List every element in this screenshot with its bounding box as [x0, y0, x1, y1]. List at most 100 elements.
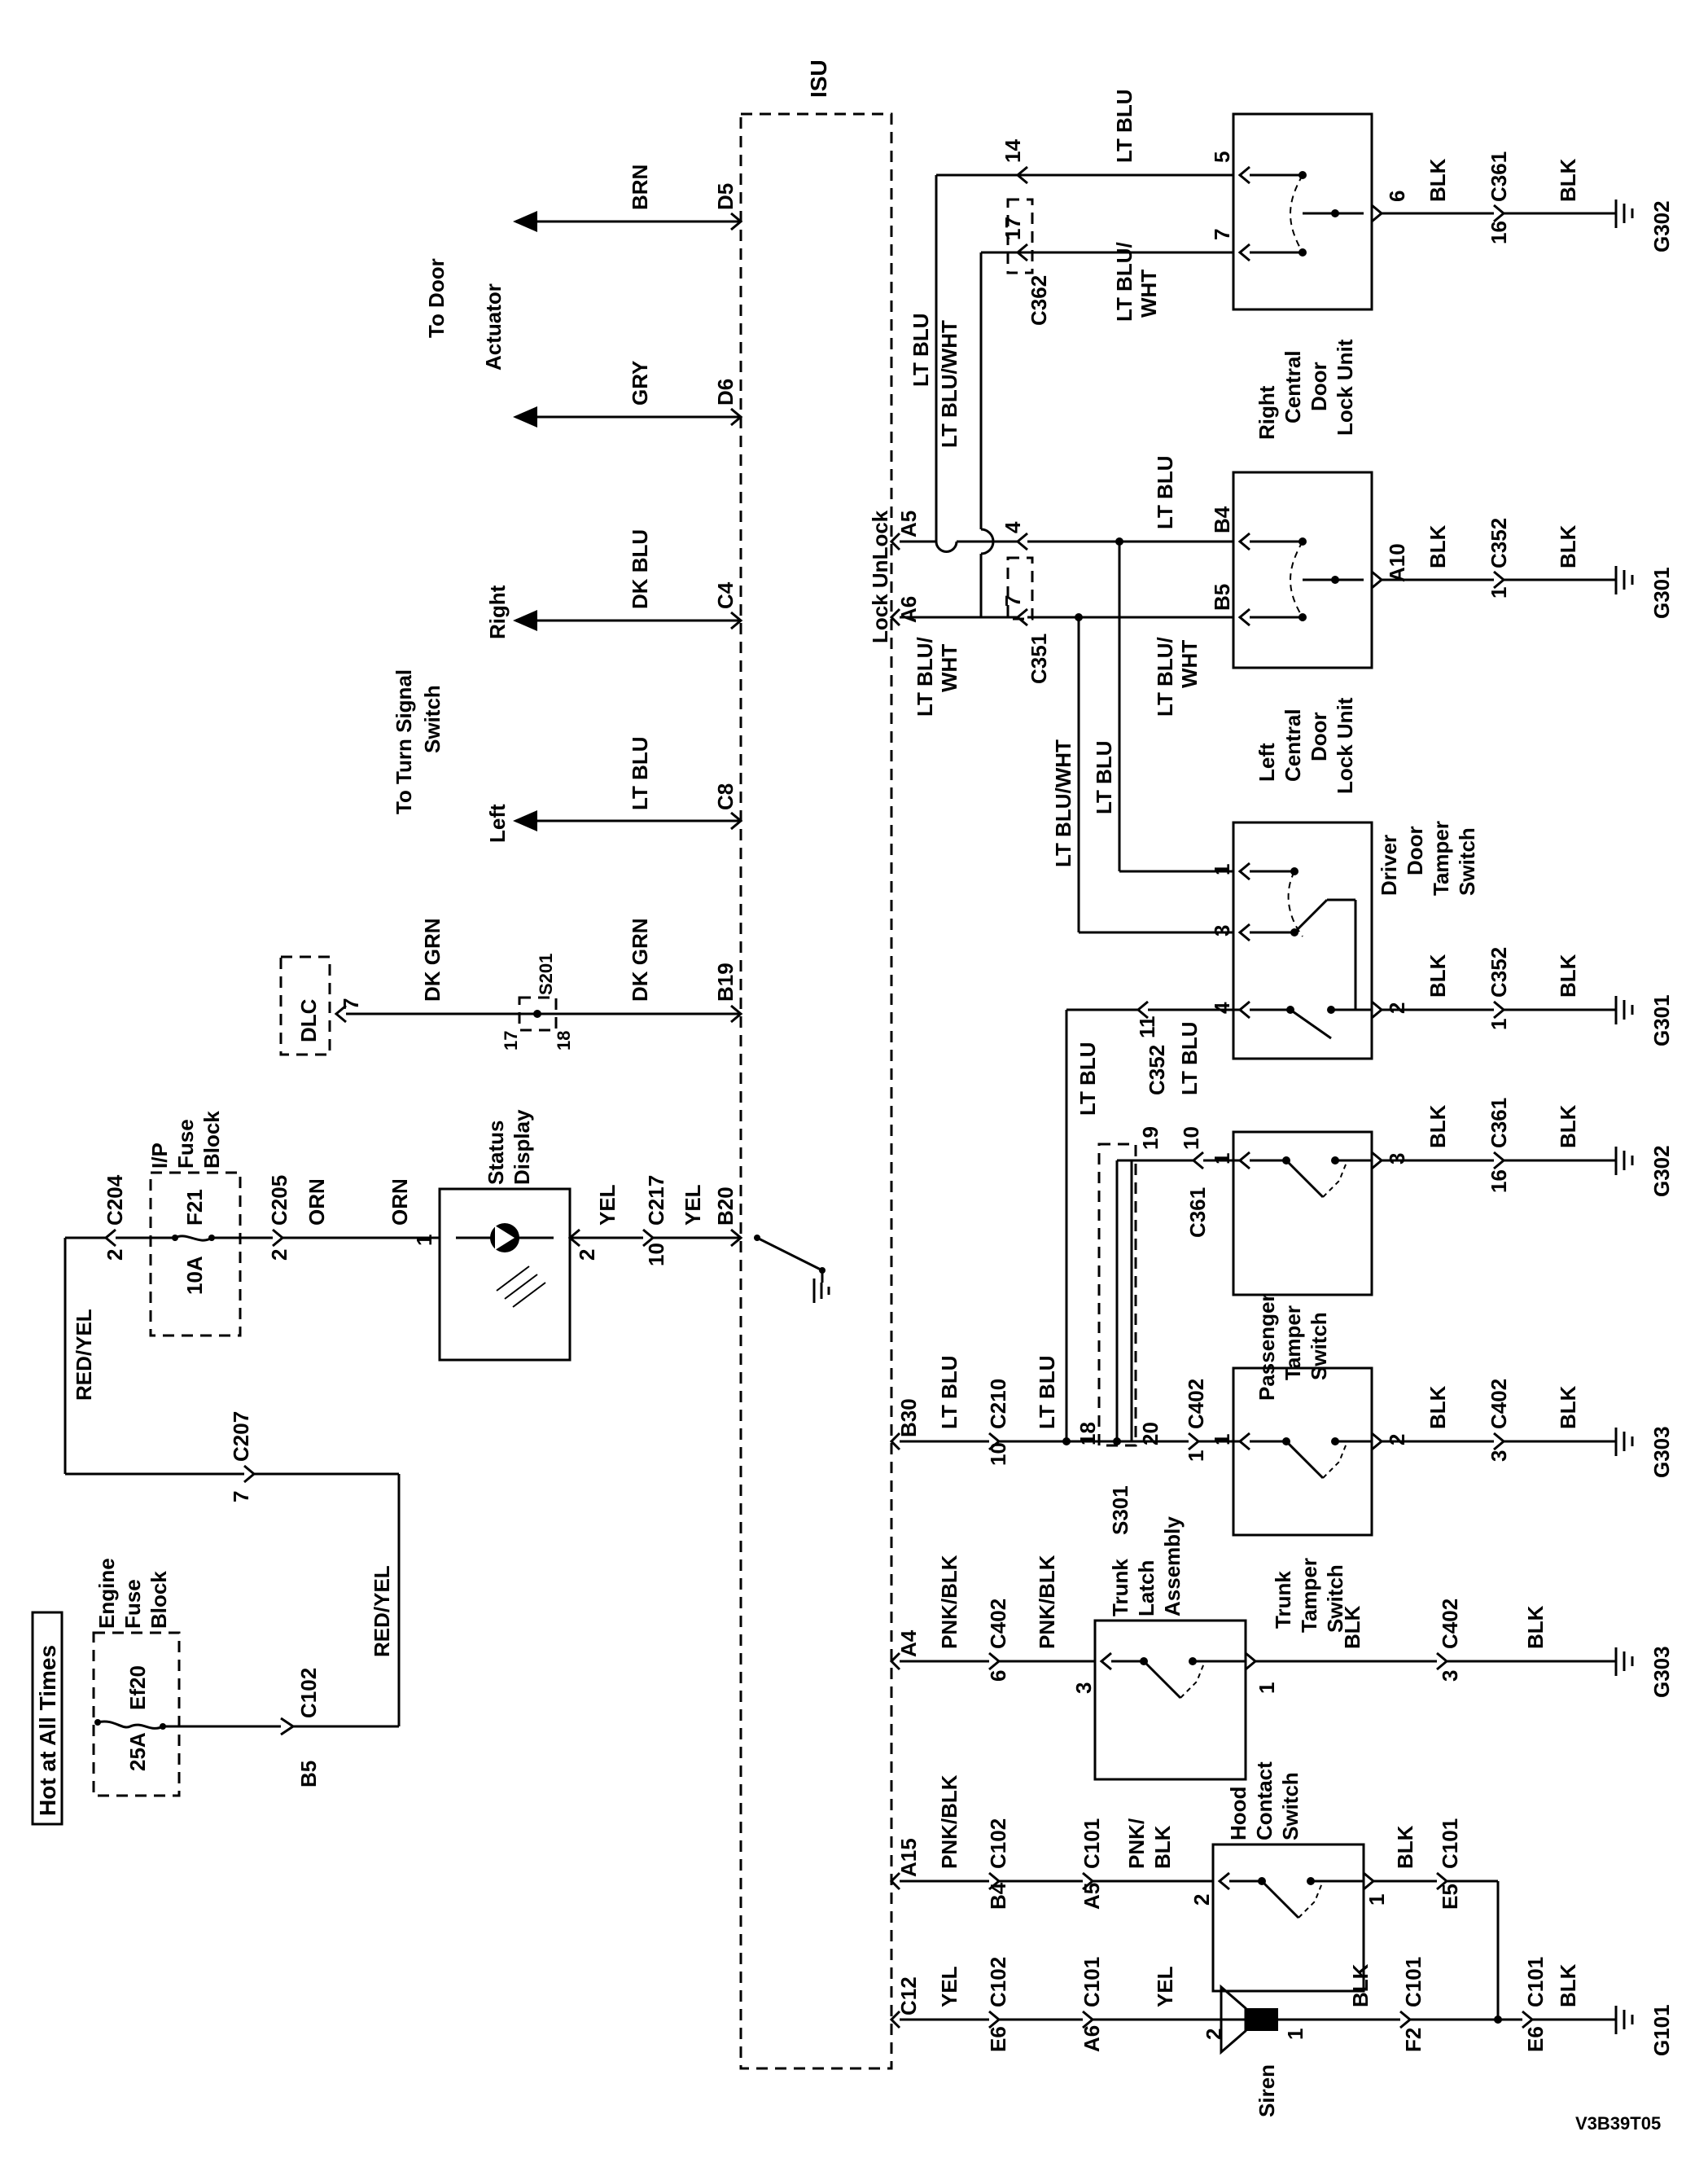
- isu-pin-d5: [730, 212, 743, 231]
- wire-color-label: ORN: [304, 1178, 329, 1226]
- ip-fuse-block-label-3: Block: [199, 1111, 224, 1169]
- wire-color-label: BLK: [1150, 1825, 1175, 1869]
- driver-tamper-label-3: Tamper: [1429, 821, 1453, 896]
- pin-label: 3: [1210, 925, 1234, 936]
- connector-c351-pin-7: [1015, 607, 1028, 627]
- pin-symbol: [1237, 1151, 1250, 1170]
- wire-color-label: BLK: [1340, 1605, 1364, 1649]
- pin-label: D5: [713, 183, 738, 210]
- arrow-icon: [513, 211, 537, 232]
- pin-label: 6: [1385, 191, 1409, 202]
- wire-color-label: BLK: [1426, 158, 1450, 202]
- pin-symbol: [1371, 204, 1384, 223]
- pin-label: 17: [1001, 217, 1025, 240]
- to-turn-signal-label-2: Switch: [420, 685, 445, 753]
- wire-color-label: LT BLU: [1035, 1356, 1059, 1430]
- trunk-latch-label: Trunk: [1108, 1559, 1132, 1616]
- isu-pin-d6: [730, 407, 743, 427]
- left-lock-label-3: Door: [1307, 712, 1331, 761]
- siren-icon: [1220, 1984, 1278, 2055]
- passenger-tamper-switch: [1232, 1130, 1373, 1296]
- ground-label: G301: [1649, 567, 1674, 619]
- switch-arm: [1180, 1660, 1206, 1699]
- hood-switch-label: Hood: [1226, 1787, 1250, 1840]
- connector-label: C102: [986, 1957, 1010, 2007]
- ip-fuse-block-label-2: Fuse: [173, 1119, 198, 1169]
- isu-label: ISU: [806, 59, 831, 98]
- pin-label: 1: [1487, 587, 1511, 599]
- connector-c351-pin-4: [1015, 532, 1028, 551]
- status-display: [438, 1187, 572, 1362]
- connector-c102-symbol: [988, 2010, 1001, 2029]
- wire-color-label: ORN: [388, 1178, 412, 1226]
- ground-g101-icon: [1614, 2006, 1634, 2034]
- wire-color-label: LT BLU: [909, 314, 933, 388]
- pin-symbol: [1099, 1651, 1112, 1671]
- pin-symbol: [1237, 532, 1250, 551]
- connector-label: C101: [1080, 1818, 1104, 1869]
- pin-symbol: [1237, 923, 1250, 942]
- wire-color-label: WHT: [937, 644, 961, 692]
- pin-label: C8: [713, 783, 738, 810]
- pin-label: 2: [1385, 1434, 1409, 1445]
- ip-fuse-block-label: I/P: [147, 1143, 172, 1169]
- pin-label: 1: [1210, 1434, 1234, 1445]
- pin-symbol: [1217, 1871, 1230, 1891]
- ground-icon: [812, 1279, 830, 1303]
- pin-symbol: [1371, 1432, 1384, 1451]
- isu-module-outline: [739, 112, 893, 2070]
- isu-pin-a5: [889, 532, 901, 551]
- trunk-tamper-label-2: Tamper: [1297, 1558, 1321, 1633]
- pin-label: C12: [896, 1976, 921, 2015]
- pin-label: A5: [896, 511, 921, 537]
- engine-fuse-block-label-3: Block: [147, 1571, 171, 1629]
- ground-g303-icon: [1614, 1647, 1634, 1676]
- status-display-label: Status: [484, 1121, 508, 1185]
- switch-arm: [1290, 174, 1303, 253]
- pin-label: 1: [1210, 864, 1234, 875]
- pin-label: 1: [1255, 1682, 1279, 1694]
- pin-label: 3: [1071, 1682, 1096, 1694]
- right-lock-label-4: Lock Unit: [1333, 339, 1357, 436]
- pin-label: 4: [1210, 1002, 1234, 1014]
- switch-arm: [1298, 1880, 1324, 1919]
- wire-crossover: [935, 541, 958, 553]
- wire-color-label: YEL: [681, 1184, 705, 1226]
- trunk-tamper-label: Trunk: [1271, 1571, 1295, 1629]
- connector-c351-bracket: [1006, 556, 1034, 621]
- ip-fuse-block: [149, 1171, 242, 1337]
- pin-symbol: [1371, 570, 1384, 590]
- pin-label: 1: [1184, 1450, 1208, 1462]
- connector-c101-symbol: [1522, 2010, 1535, 2029]
- arrow-icon: [513, 610, 537, 631]
- switch-arm: [1285, 1159, 1325, 1199]
- connector-label: C204: [103, 1174, 127, 1226]
- ground-label: G303: [1649, 1646, 1674, 1698]
- pin-label: 16: [1487, 221, 1511, 244]
- connector-label: C352: [1145, 1045, 1169, 1095]
- splice-s201: [518, 996, 558, 1032]
- ground-label: G302: [1649, 1145, 1674, 1197]
- pin-label: 7: [229, 1491, 253, 1502]
- wire-color-label: PNK/BLK: [937, 1555, 961, 1649]
- right-lock-label-3: Door: [1307, 362, 1331, 411]
- wire-color-label: DK GRN: [420, 918, 445, 1002]
- pin-symbol: [1237, 862, 1250, 881]
- wire-color-label: LT BLU: [628, 737, 652, 811]
- pin-label: 1: [1364, 1894, 1389, 1906]
- connector-c204-symbol: [103, 1228, 116, 1248]
- connector-label: C402: [1487, 1379, 1511, 1429]
- pin-label: 10: [644, 1243, 668, 1266]
- splice-s301: [1097, 1143, 1137, 1447]
- trunk-latch-label-2: Latch: [1134, 1560, 1158, 1616]
- switch-arm: [1290, 541, 1303, 618]
- hood-switch-label-2: Contact: [1252, 1761, 1277, 1840]
- wire-color-label: PNK/BLK: [1035, 1555, 1059, 1649]
- wire-color-label: PNK/: [1124, 1818, 1149, 1869]
- left-central-door-lock-unit: [1232, 471, 1373, 669]
- left-lock-label-4: Lock Unit: [1333, 697, 1357, 794]
- wire-color-label: LT BLU: [1092, 741, 1116, 815]
- trunk-tamper-switch: [1232, 1366, 1373, 1537]
- siren-label: Siren: [1255, 2064, 1279, 2117]
